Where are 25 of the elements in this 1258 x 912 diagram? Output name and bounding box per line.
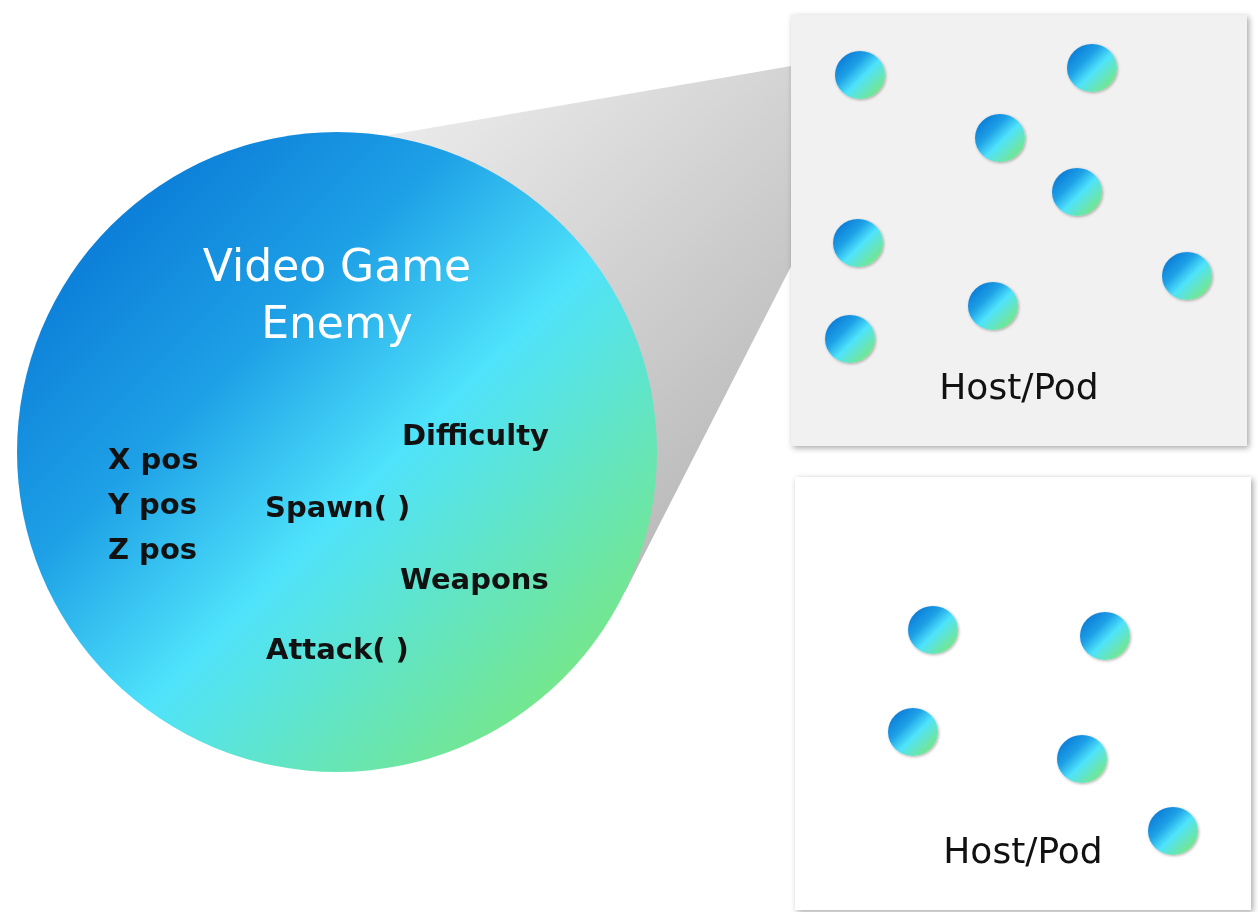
pod-circle (975, 114, 1025, 162)
pod-circle (825, 315, 875, 363)
pod-circle (1148, 807, 1198, 855)
attribute-label: Z pos (108, 532, 198, 566)
pod-circle (908, 606, 958, 654)
pod-circle (888, 708, 938, 756)
pod-circle (968, 282, 1018, 330)
host-label: Host/Pod (942, 830, 1104, 871)
host-box (795, 477, 1251, 910)
attribute-label: Weapons (400, 562, 549, 596)
circle-title: Video Game Enemy (201, 239, 473, 351)
pod-circle (1067, 44, 1117, 92)
method-label: Attack( ) (266, 632, 409, 666)
host-label: Host/Pod (938, 366, 1100, 407)
pod-circle (1162, 252, 1212, 300)
pod-circle (833, 219, 883, 267)
host-box (791, 15, 1247, 446)
attribute-label: Y pos (108, 487, 198, 521)
attribute-label: Difficulty (402, 418, 549, 452)
pod-circle (1052, 168, 1102, 216)
pod-circle (1057, 735, 1107, 783)
pod-circle (1080, 612, 1130, 660)
attribute-label: X pos (108, 442, 199, 476)
pod-circle (835, 51, 885, 99)
method-label: Spawn( ) (265, 490, 411, 524)
